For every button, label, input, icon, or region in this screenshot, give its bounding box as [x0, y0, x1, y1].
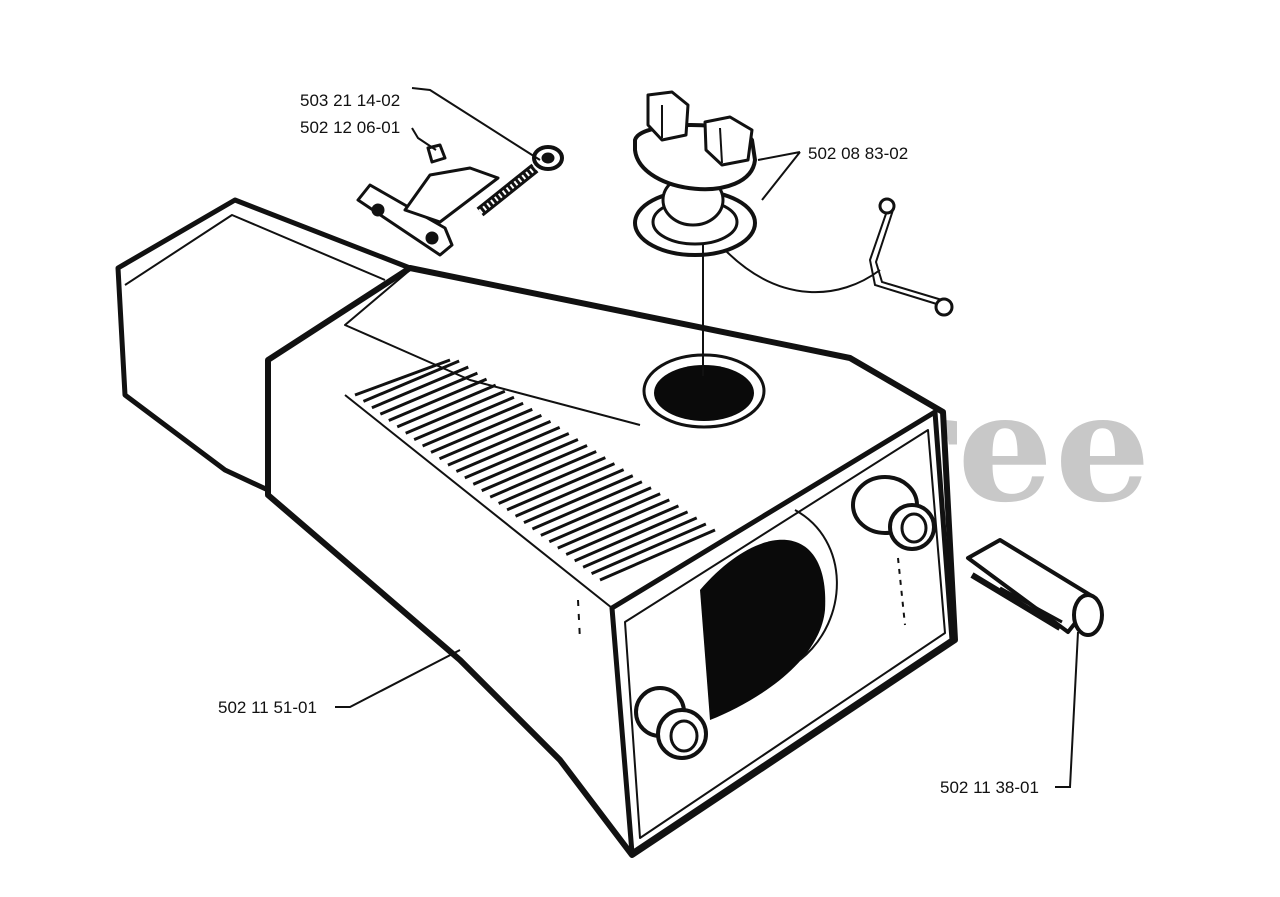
callout-tank: 502 11 51-01: [218, 698, 317, 717]
callout-bracket: 502 12 06-01: [300, 118, 400, 137]
rib-line: [421, 401, 524, 448]
leader-tank: [335, 649, 461, 708]
rib-line: [531, 480, 643, 531]
rib-line: [371, 365, 469, 410]
rib-line: [413, 395, 515, 442]
rib-line: [362, 359, 460, 403]
rib-line: [565, 504, 680, 556]
rib-line: [582, 516, 698, 569]
leader-bracket: [411, 127, 437, 151]
front-opening: [700, 509, 838, 720]
rib-line: [396, 383, 497, 429]
fuel-cap[interactable]: [633, 90, 757, 257]
callout-screw: 503 21 14-02: [300, 91, 400, 110]
tank-crease-line: [344, 394, 613, 609]
mounting-boss-upper: [851, 475, 936, 551]
tank-dashed-edge: [577, 599, 581, 641]
leader-fuel-cap: [757, 151, 801, 201]
screw[interactable]: [476, 145, 564, 217]
leader-pin: [1055, 631, 1079, 788]
callout-fuel-cap: 502 08 83-02: [808, 144, 908, 163]
leader-lines: [335, 87, 1079, 788]
rib-line: [379, 371, 478, 416]
tank-crease-line: [344, 269, 641, 426]
pin[interactable]: [966, 538, 1104, 637]
leader-screw: [411, 87, 541, 161]
rib-line: [455, 426, 561, 473]
rib-line: [590, 522, 707, 575]
rib-line: [464, 432, 570, 480]
rib-line: [481, 444, 588, 493]
tank-front-inner-rim: [624, 429, 946, 839]
rib-line: [514, 468, 625, 518]
rib-line: [438, 413, 542, 461]
rib-line: [405, 389, 506, 435]
rib-line: [548, 492, 661, 544]
filler-opening: [642, 353, 766, 429]
rib-line: [489, 450, 597, 499]
rib-line: [354, 358, 451, 397]
cap-retaining-strap: [724, 197, 954, 317]
rib-line: [430, 407, 533, 454]
rib-line: [388, 377, 488, 422]
rib-line: [472, 438, 579, 486]
rib-line: [506, 462, 616, 512]
callout-pin: 502 11 38-01: [940, 778, 1039, 797]
bracket[interactable]: [356, 143, 500, 257]
rib-line: [574, 510, 689, 563]
rib-line: [540, 486, 652, 537]
rib-line: [557, 498, 670, 550]
mounting-boss-lower: [634, 686, 708, 760]
rib-line: [523, 474, 634, 524]
tank-rear-top-face: [124, 214, 386, 286]
tank-ribbed-surface: [354, 358, 716, 582]
rib-line: [447, 419, 552, 467]
rib-line: [599, 528, 716, 582]
rib-line: [498, 456, 606, 505]
front-dashed-edge: [897, 557, 906, 626]
